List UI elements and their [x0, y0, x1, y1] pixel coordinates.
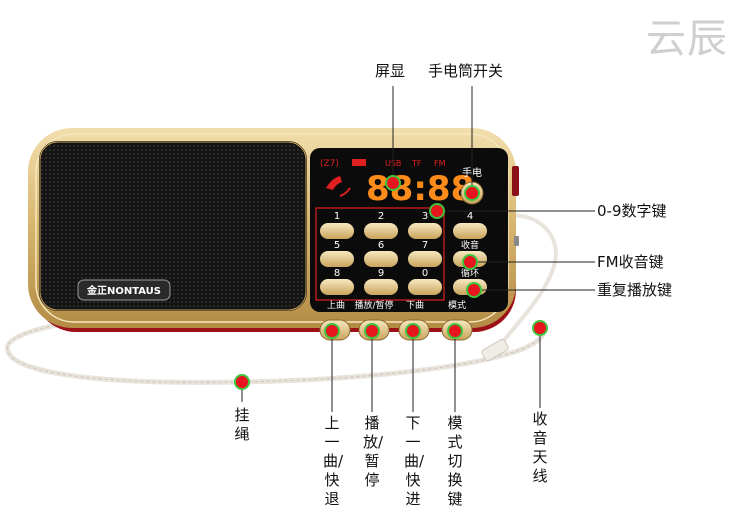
- callout-next-track: 下一曲/快进: [404, 414, 425, 508]
- key-label-3: 3: [422, 211, 428, 222]
- key-6[interactable]: [364, 251, 398, 267]
- display-digits: 88:88: [366, 169, 474, 209]
- key-1[interactable]: [320, 223, 354, 239]
- marker-mode: [447, 323, 463, 339]
- key-9[interactable]: [364, 279, 398, 295]
- bottom-label-play: 播放/暂停: [354, 299, 393, 311]
- brand-logo-text: 金正NONTAUS: [86, 284, 161, 297]
- key-8[interactable]: [320, 279, 354, 295]
- marker-play: [364, 323, 380, 339]
- callout-number-keys: 0-9数字键: [597, 202, 667, 220]
- number-keys-frame: [315, 207, 445, 301]
- key-0[interactable]: [408, 279, 442, 295]
- marker-antenna: [532, 320, 548, 336]
- marker-prev: [324, 323, 340, 339]
- key-label-4: 4: [467, 211, 473, 222]
- callout-flashlight-switch: 手电筒开关: [428, 62, 504, 80]
- repeat-label: 循环: [461, 267, 479, 279]
- phone-icon: [326, 176, 342, 190]
- markers: [234, 175, 548, 390]
- radio-label: 收音: [461, 239, 479, 251]
- callout-mode-switch: 模式切换键: [447, 414, 463, 508]
- key-3[interactable]: [408, 223, 442, 239]
- key-label-8: 8: [334, 268, 340, 279]
- marker-repeat: [466, 282, 482, 298]
- watermark: 云辰: [646, 16, 728, 62]
- key-label-1: 1: [334, 211, 340, 222]
- callout-fm-radio-key: FM收音键: [597, 253, 664, 271]
- key-label-5: 5: [334, 240, 340, 251]
- bottom-label-next: 下曲: [406, 300, 424, 311]
- key-label-9: 9: [378, 268, 384, 279]
- bottom-label-mode: 模式: [448, 299, 466, 311]
- callout-antenna: 收音天线: [532, 410, 548, 485]
- svg-text:(Z7): (Z7): [320, 159, 339, 169]
- marker-next: [405, 323, 421, 339]
- callout-repeat-play-key: 重复播放键: [597, 281, 673, 299]
- callout-screen: 屏显: [375, 62, 406, 80]
- indicator-fm: FM: [434, 159, 446, 168]
- key-label-0: 0: [422, 268, 428, 279]
- marker-screen: [385, 175, 401, 191]
- callout-prev-track: 上一曲/快退: [323, 414, 344, 508]
- brand-logo: [77, 279, 171, 301]
- callout-lanyard: 挂绳: [234, 406, 250, 443]
- marker-lanyard: [234, 374, 250, 390]
- key-label-6: 6: [378, 240, 384, 251]
- key-label-7: 7: [422, 240, 428, 251]
- key-label-2: 2: [378, 211, 384, 222]
- key-4[interactable]: [453, 223, 487, 239]
- key-2[interactable]: [364, 223, 398, 239]
- marker-fm: [462, 254, 478, 270]
- marker-flashlight: [464, 185, 480, 201]
- callout-play-pause: 播放/暂停: [363, 414, 384, 489]
- key-7[interactable]: [408, 251, 442, 267]
- leader-lines: [241, 86, 595, 412]
- cord-clip: [481, 338, 509, 362]
- indicator-tf: TF: [411, 159, 422, 168]
- marker-number-keys: [429, 203, 445, 219]
- bottom-label-prev: 上曲: [327, 300, 345, 311]
- key-5[interactable]: [320, 251, 354, 267]
